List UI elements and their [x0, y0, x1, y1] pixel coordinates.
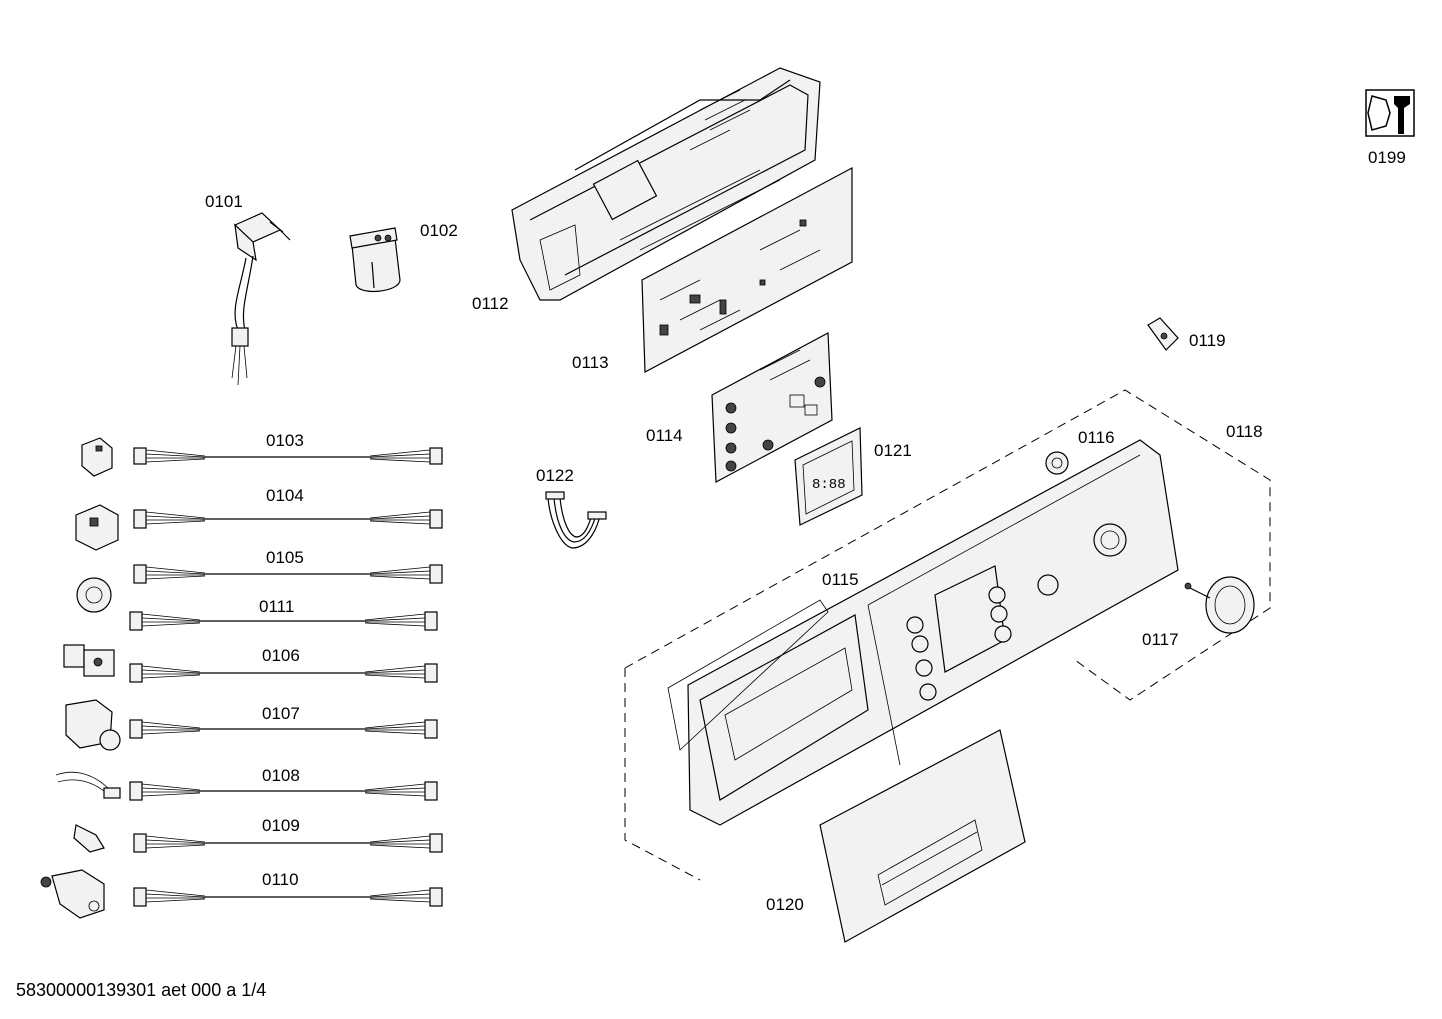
component-0103-drawing [81, 437, 113, 477]
harness-0105 [133, 564, 443, 584]
callout-0110: 0110 [262, 870, 299, 889]
callout-0119: 0119 [1189, 331, 1226, 350]
harness-0110 [133, 887, 443, 907]
component-0109-drawing [73, 824, 105, 853]
callout-labels: 0101 0102 0103 0104 0105 0106 0107 0108 … [205, 148, 1406, 914]
component-0108-drawing [55, 771, 121, 799]
control-board-drawing [641, 167, 853, 373]
callout-0199: 0199 [1368, 148, 1406, 167]
harness-0111 [129, 611, 438, 631]
callout-0113: 0113 [572, 353, 609, 372]
harness-0106 [129, 663, 438, 683]
callout-0105: 0105 [266, 548, 304, 567]
callout-0111: 0111 [259, 597, 294, 616]
callout-0112: 0112 [472, 294, 509, 313]
callout-0106: 0106 [262, 646, 300, 665]
callout-0107: 0107 [262, 704, 300, 723]
front-panel-drawing [667, 439, 1179, 826]
clip-drawing [1147, 317, 1179, 351]
left-component-column [40, 437, 443, 919]
component-0105-drawing [76, 577, 112, 613]
callout-0103: 0103 [266, 431, 304, 450]
suppressor-drawing [349, 227, 401, 293]
component-0110-drawing [40, 869, 105, 919]
callout-0121: 0121 [874, 441, 912, 460]
component-0106-drawing [63, 644, 115, 677]
display-digits: 8:88 [812, 477, 846, 493]
component-0107-drawing [65, 699, 121, 751]
button-board-drawing [711, 332, 833, 483]
harness-0109 [133, 833, 443, 853]
assembly-boundary [624, 389, 1271, 881]
callout-0109: 0109 [262, 816, 300, 835]
callout-0120: 0120 [766, 895, 804, 914]
harness-0104 [133, 509, 443, 529]
ribbon-cable-drawing [545, 491, 607, 549]
power-cord-drawing [231, 212, 291, 386]
program-knob-drawing [1184, 576, 1255, 634]
display-window-drawing: 8:88 [794, 427, 863, 526]
harness-0107 [129, 719, 438, 739]
component-0104-drawing [75, 504, 119, 551]
callout-0104: 0104 [266, 486, 304, 505]
drawer-front-drawing [819, 729, 1026, 943]
callout-0102: 0102 [420, 221, 458, 240]
callout-0108: 0108 [262, 766, 300, 785]
callout-0115: 0115 [822, 570, 859, 589]
harness-0108 [129, 781, 438, 801]
callout-0101: 0101 [205, 192, 243, 211]
housing-drawing [511, 67, 821, 301]
callout-0118: 0118 [1226, 422, 1263, 441]
knob-insert-drawing [1045, 451, 1069, 475]
callout-0114: 0114 [646, 426, 683, 445]
tool-icon [1365, 89, 1415, 137]
document-footer: 58300000139301 aet 000 a 1/4 [16, 980, 267, 1000]
callout-0117: 0117 [1142, 630, 1179, 649]
harness-0103 [133, 447, 443, 465]
callout-0116: 0116 [1078, 428, 1115, 447]
callout-0122: 0122 [536, 466, 574, 485]
